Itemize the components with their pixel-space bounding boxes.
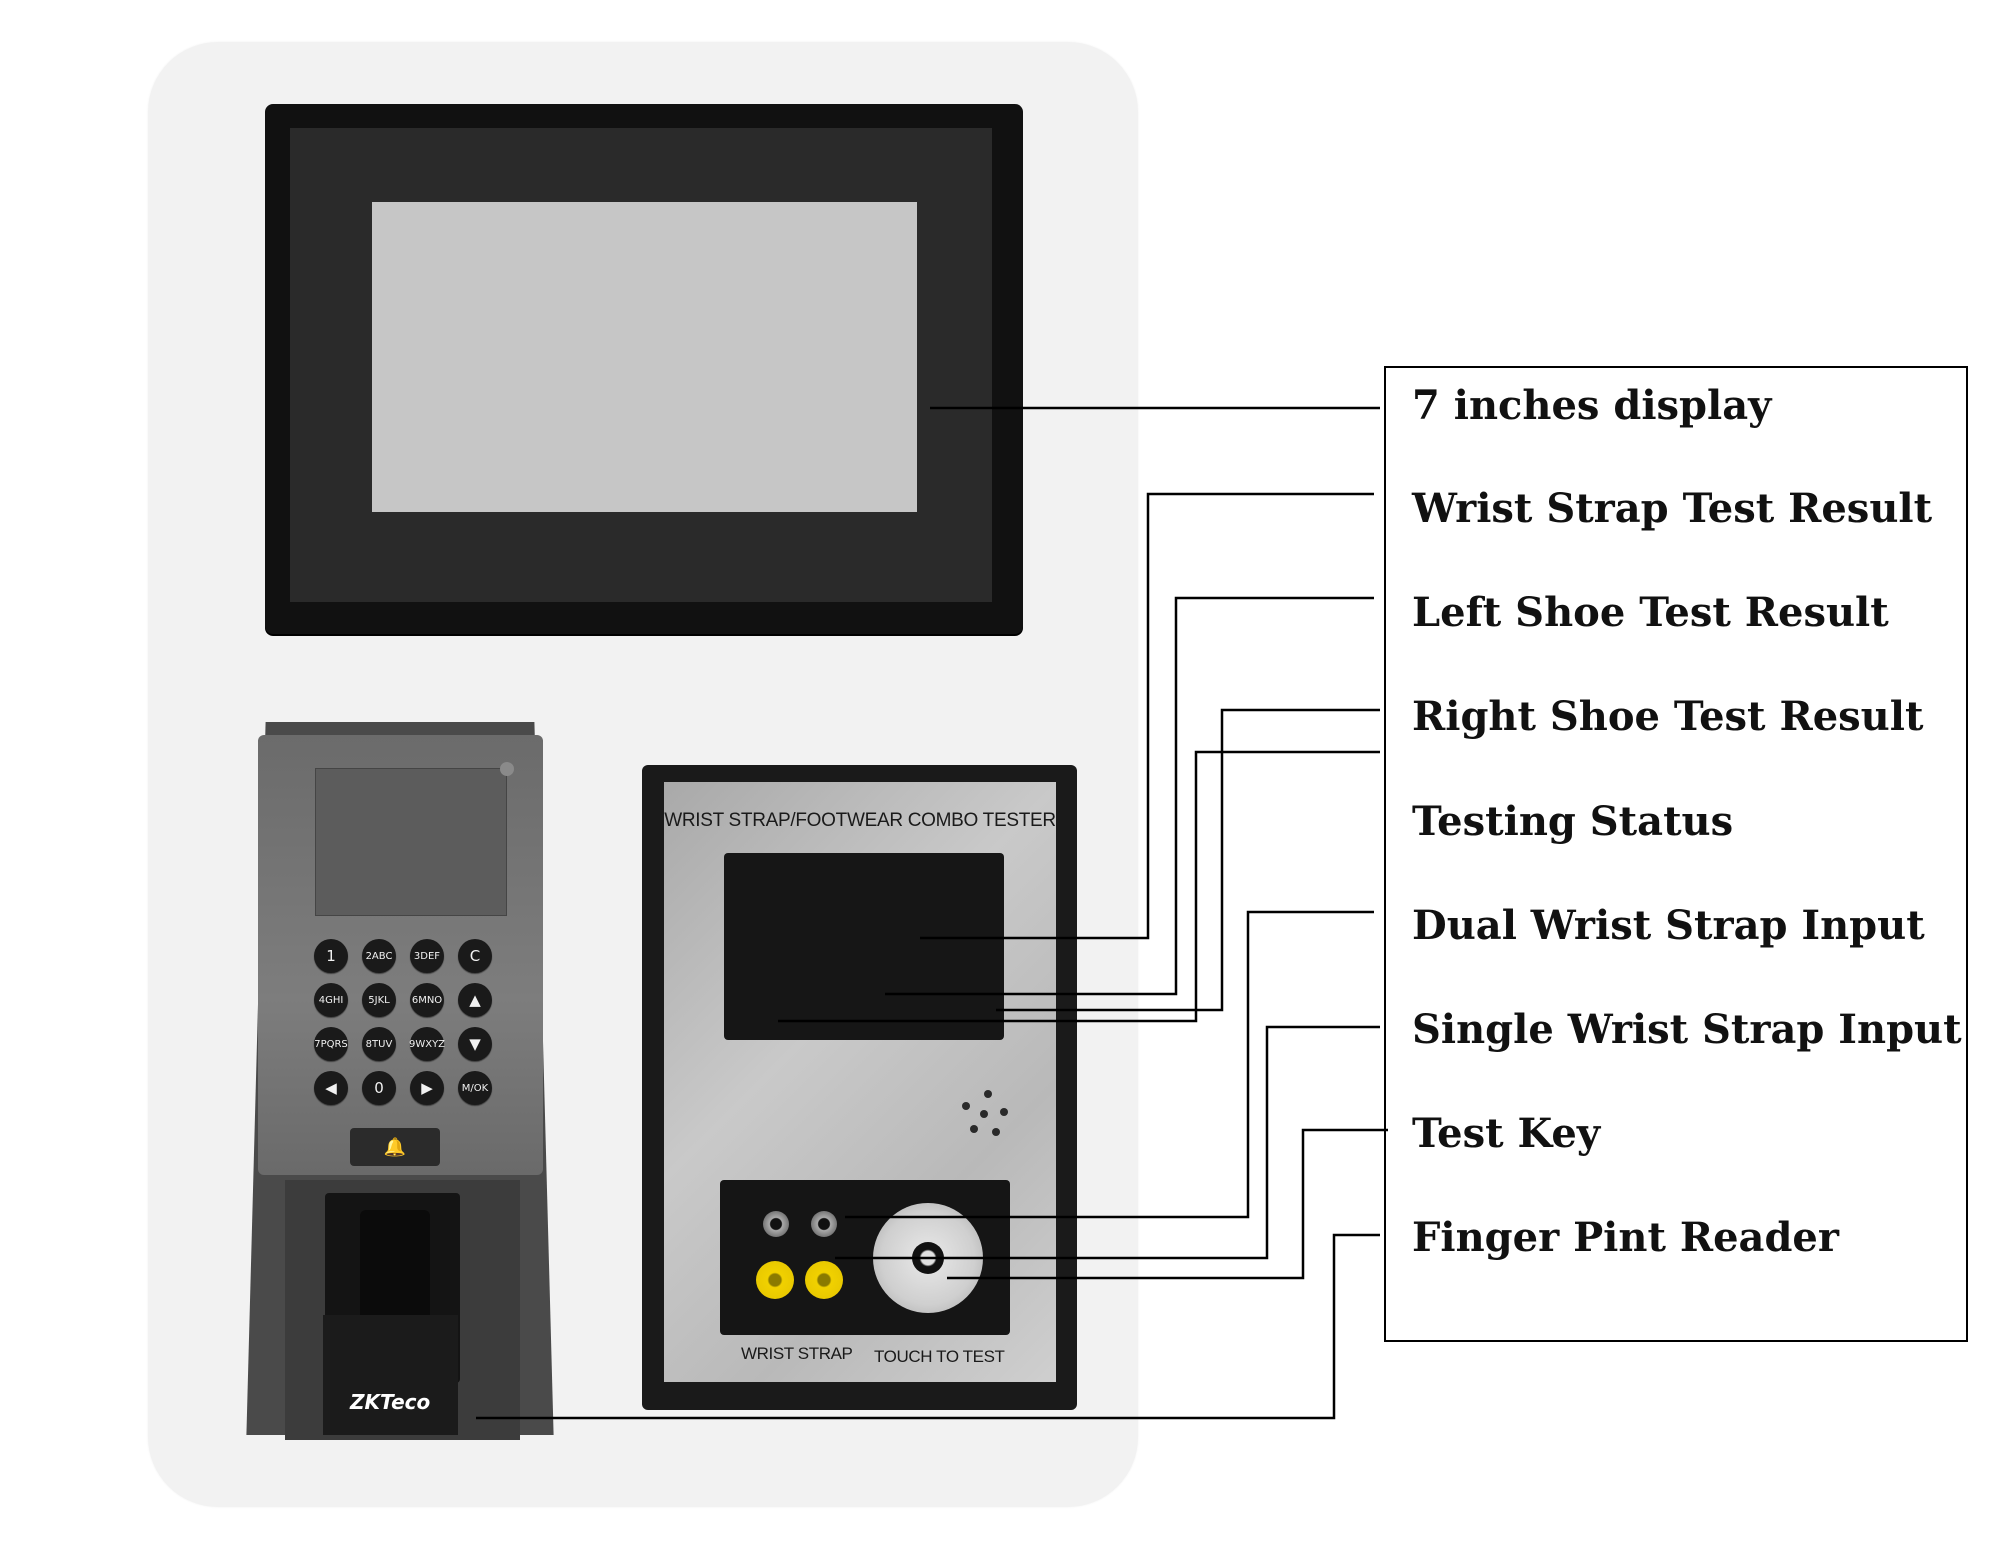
keypad-key[interactable]: 6MNO bbox=[410, 983, 444, 1017]
callout-test-key: Test Key bbox=[1412, 1110, 1601, 1157]
callout-wrist-strap-result: Wrist Strap Test Result bbox=[1412, 485, 1933, 532]
speaker-hole bbox=[984, 1090, 992, 1098]
keypad-key[interactable]: C bbox=[458, 939, 492, 973]
leader-line-wrist-strap-result bbox=[920, 492, 1374, 940]
keypad-key[interactable]: M/OK bbox=[458, 1071, 492, 1105]
keypad-key[interactable]: ▶ bbox=[410, 1071, 444, 1105]
bell-icon: 🔔 bbox=[383, 1136, 407, 1158]
keypad-key[interactable]: 0 bbox=[362, 1071, 396, 1105]
tester-title: WRIST STRAP/FOOTWEAR COMBO TESTER bbox=[664, 810, 1056, 831]
finger-sensor-window[interactable] bbox=[360, 1210, 430, 1320]
leader-line-left-shoe-result bbox=[885, 596, 1374, 996]
leader-line-test-key bbox=[947, 1128, 1388, 1280]
speaker-hole bbox=[962, 1102, 970, 1110]
keypad-key[interactable]: 3DEF bbox=[410, 939, 444, 973]
keypad-key[interactable]: 4GHI bbox=[314, 983, 348, 1017]
callout-box bbox=[1384, 366, 1968, 1342]
callout-finger-reader: Finger Pint Reader bbox=[1412, 1214, 1839, 1261]
touch-to-test-label: TOUCH TO TEST bbox=[874, 1347, 1005, 1366]
callout-testing-status: Testing Status bbox=[1412, 798, 1734, 845]
terminal-camera-icon bbox=[500, 762, 514, 776]
leader-line-testing-status bbox=[778, 750, 1380, 1023]
brand-logo: ZKTeco bbox=[350, 1390, 431, 1414]
keypad-key[interactable]: 8TUV bbox=[362, 1027, 396, 1061]
keypad-key[interactable]: 9WXYZ bbox=[409, 1027, 445, 1061]
keypad-key[interactable]: ▲ bbox=[458, 983, 492, 1017]
keypad-key[interactable]: ▼ bbox=[458, 1027, 492, 1061]
leader-line-finger-reader bbox=[476, 1233, 1380, 1420]
leader-line-dual-wrist-input bbox=[845, 910, 1374, 1219]
keypad-key[interactable]: 7PQRS bbox=[314, 1027, 348, 1061]
keypad-key[interactable]: 1 bbox=[314, 939, 348, 973]
speaker-hole bbox=[970, 1125, 978, 1133]
single-wrist-strap-jack[interactable] bbox=[805, 1261, 843, 1299]
seven-inch-display[interactable] bbox=[372, 202, 917, 512]
callout-dual-wrist-input: Dual Wrist Strap Input bbox=[1412, 902, 1925, 949]
dual-wrist-strap-jack[interactable] bbox=[811, 1211, 837, 1237]
keypad-key[interactable]: 2ABC bbox=[362, 939, 396, 973]
keypad-key[interactable]: 5JKL bbox=[362, 983, 396, 1017]
speaker-hole bbox=[1000, 1108, 1008, 1116]
keypad-key[interactable]: ◀ bbox=[314, 1071, 348, 1105]
finger-reader-base bbox=[323, 1315, 458, 1435]
single-wrist-strap-jack[interactable] bbox=[756, 1261, 794, 1299]
wrist-strap-label: WRIST STRAP bbox=[741, 1344, 853, 1363]
tester-result-screen bbox=[724, 853, 1004, 1040]
leader-line-single-wrist-input bbox=[835, 1025, 1380, 1260]
speaker-hole bbox=[992, 1128, 1000, 1136]
terminal-screen bbox=[315, 768, 507, 916]
callout-display: 7 inches display bbox=[1412, 382, 1772, 429]
leader-line-right-shoe-result bbox=[996, 708, 1380, 1012]
callout-single-wrist-input: Single Wrist Strap Input bbox=[1412, 1006, 1962, 1053]
callout-left-shoe-result: Left Shoe Test Result bbox=[1412, 589, 1889, 636]
speaker-hole bbox=[980, 1110, 988, 1118]
callout-right-shoe-result: Right Shoe Test Result bbox=[1412, 693, 1924, 740]
doorbell-button[interactable]: 🔔 bbox=[350, 1128, 440, 1166]
dual-wrist-strap-jack[interactable] bbox=[763, 1211, 789, 1237]
